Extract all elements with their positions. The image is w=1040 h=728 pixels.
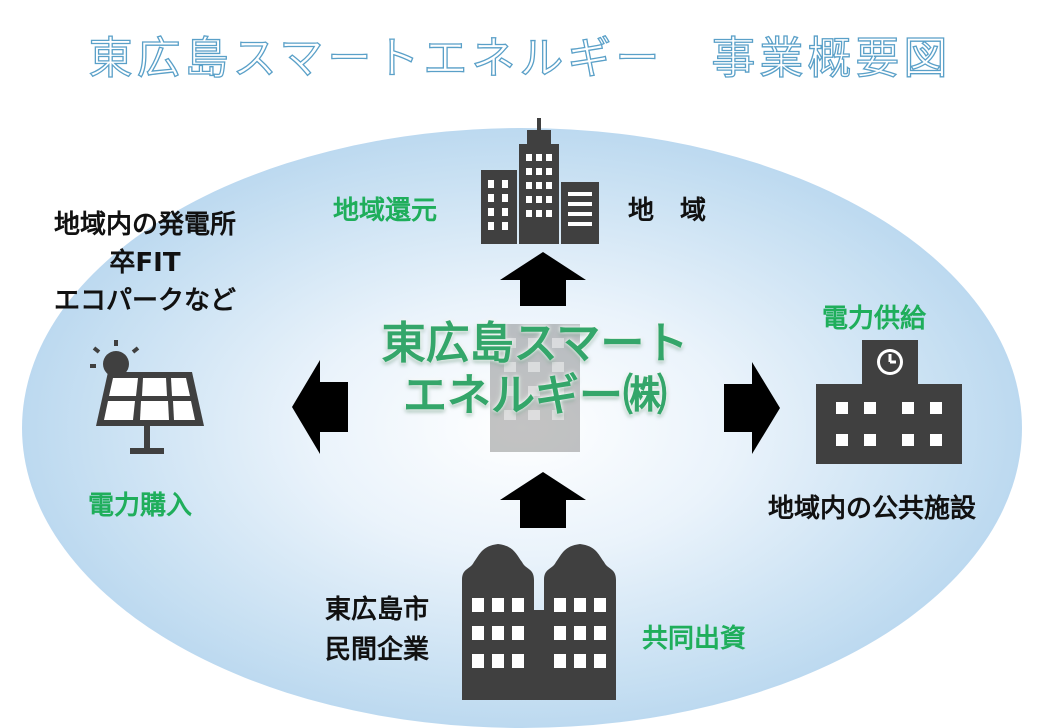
investors-description: 東広島市 民間企業 <box>312 590 442 670</box>
joint-investment-label: 共同出資 <box>642 624 747 654</box>
public-facility-icon <box>816 340 962 464</box>
power-supply-label: 電力供給 <box>822 304 927 334</box>
page-title: 東広島スマートエネルギー 事業概要図 <box>88 32 952 84</box>
power-plant-line-2: 卒FIT <box>109 248 181 278</box>
region-label: 地 域 <box>628 196 707 226</box>
power-purchase-label: 電力購入 <box>88 491 193 521</box>
company-name-line1: 東広島スマート <box>381 318 689 369</box>
arrow-up-bottom-icon <box>500 472 586 528</box>
investors-line-1: 東広島市 <box>324 595 429 625</box>
power-plant-line-1: 地域内の発電所 <box>53 210 236 240</box>
solar-panel-icon <box>90 340 204 454</box>
company-name: 東広島スマート エネルギー㈱ <box>365 318 705 422</box>
arrow-up-top-icon <box>500 252 586 306</box>
arrow-left-icon <box>292 360 348 454</box>
investors-line-2: 民間企業 <box>324 635 429 665</box>
center-building-icon <box>490 324 580 452</box>
company-name-line2: エネルギー㈱ <box>403 370 667 421</box>
regional-return-label: 地域還元 <box>333 196 438 226</box>
public-facilities-caption: 地域内の公共施設 <box>768 494 977 524</box>
arrow-right-icon <box>724 362 780 454</box>
power-plant-line-3: エコパークなど <box>53 286 236 316</box>
power-plant-description: 地域内の発電所 卒FIT エコパークなど <box>30 206 260 320</box>
office-building-icon <box>481 118 599 244</box>
townhouses-icon <box>462 544 616 700</box>
